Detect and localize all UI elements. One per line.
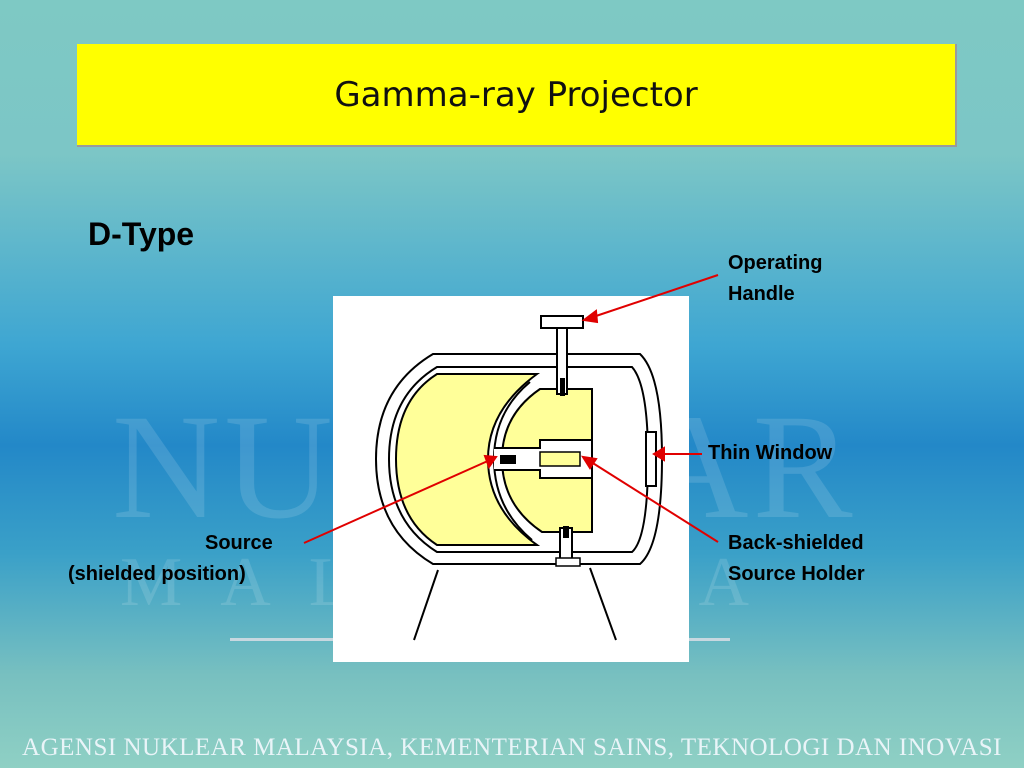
label-handle: Handle [728,283,795,305]
label-source-holder: Source Holder [728,563,865,585]
page-title: Gamma-ray Projector [334,74,698,115]
arrow-source [303,459,491,544]
thin-window [645,431,657,487]
source-pellet [500,455,516,464]
label-thin-window: Thin Window [708,442,833,464]
stand [413,567,617,641]
outer-shield [394,373,541,546]
label-source: Source [205,532,273,554]
subtitle: D-Type [88,216,195,252]
footer: AGENSI NUKLEAR MALAYSIA, KEMENTERIAN SAI… [22,734,1002,761]
arrow-operating-handle [589,274,719,319]
label-operating: Operating [728,252,823,274]
arrow-source-holder [587,459,719,543]
label-back-shielded: Back-shielded [728,532,864,554]
title-box: Gamma-ray Projector [77,44,957,147]
label-shielded-position: (shielded position) [68,563,246,585]
operating-handle [540,315,584,329]
